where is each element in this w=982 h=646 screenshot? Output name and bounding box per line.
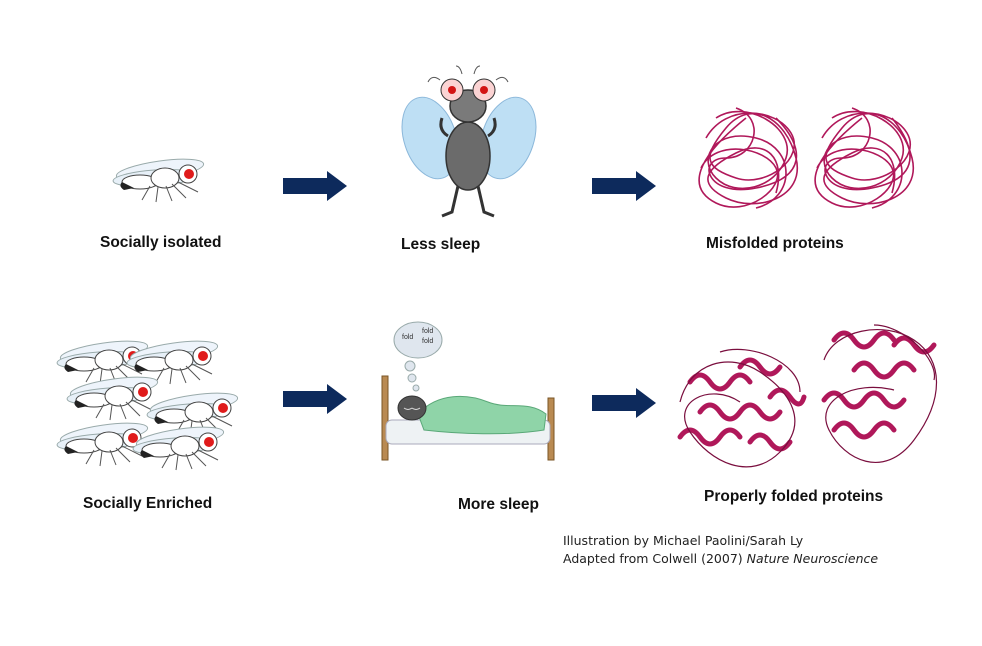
socially-isolated-label: Socially isolated [100, 234, 222, 251]
tired-fly-icon [401, 65, 537, 218]
less-sleep-label: Less sleep [401, 236, 481, 253]
misfolded-protein-icon [814, 107, 915, 209]
single-fly-icon [112, 158, 205, 203]
credit-line-1: Illustration by Michael Paolini/Sarah Ly [563, 533, 804, 548]
credit-line-2-prefix: Adapted from Colwell (2007) [563, 551, 747, 566]
fly-group-icon [56, 336, 240, 471]
arrow-icon [283, 171, 347, 201]
socially-enriched-label: Socially Enriched [83, 495, 213, 512]
folded-protein-icon [821, 324, 938, 463]
thought-word: fold [422, 338, 434, 345]
misfolded-proteins-label: Misfolded proteins [706, 235, 844, 252]
arrow-icon [592, 388, 656, 418]
thought-word: fold [422, 328, 434, 335]
folded-protein-icon [677, 348, 807, 468]
properly-folded-proteins-label: Properly folded proteins [704, 488, 884, 505]
misfolded-protein-icon [698, 107, 799, 209]
sleeping-fly-in-bed-icon [381, 321, 555, 461]
thought-word: fold [402, 334, 414, 341]
arrow-icon [592, 171, 656, 201]
credit-line-2: Adapted from Colwell (2007) Nature Neuro… [563, 550, 878, 568]
arrow-icon [283, 384, 347, 414]
credit-journal: Nature Neuroscience [746, 551, 879, 566]
more-sleep-label: More sleep [458, 496, 539, 513]
